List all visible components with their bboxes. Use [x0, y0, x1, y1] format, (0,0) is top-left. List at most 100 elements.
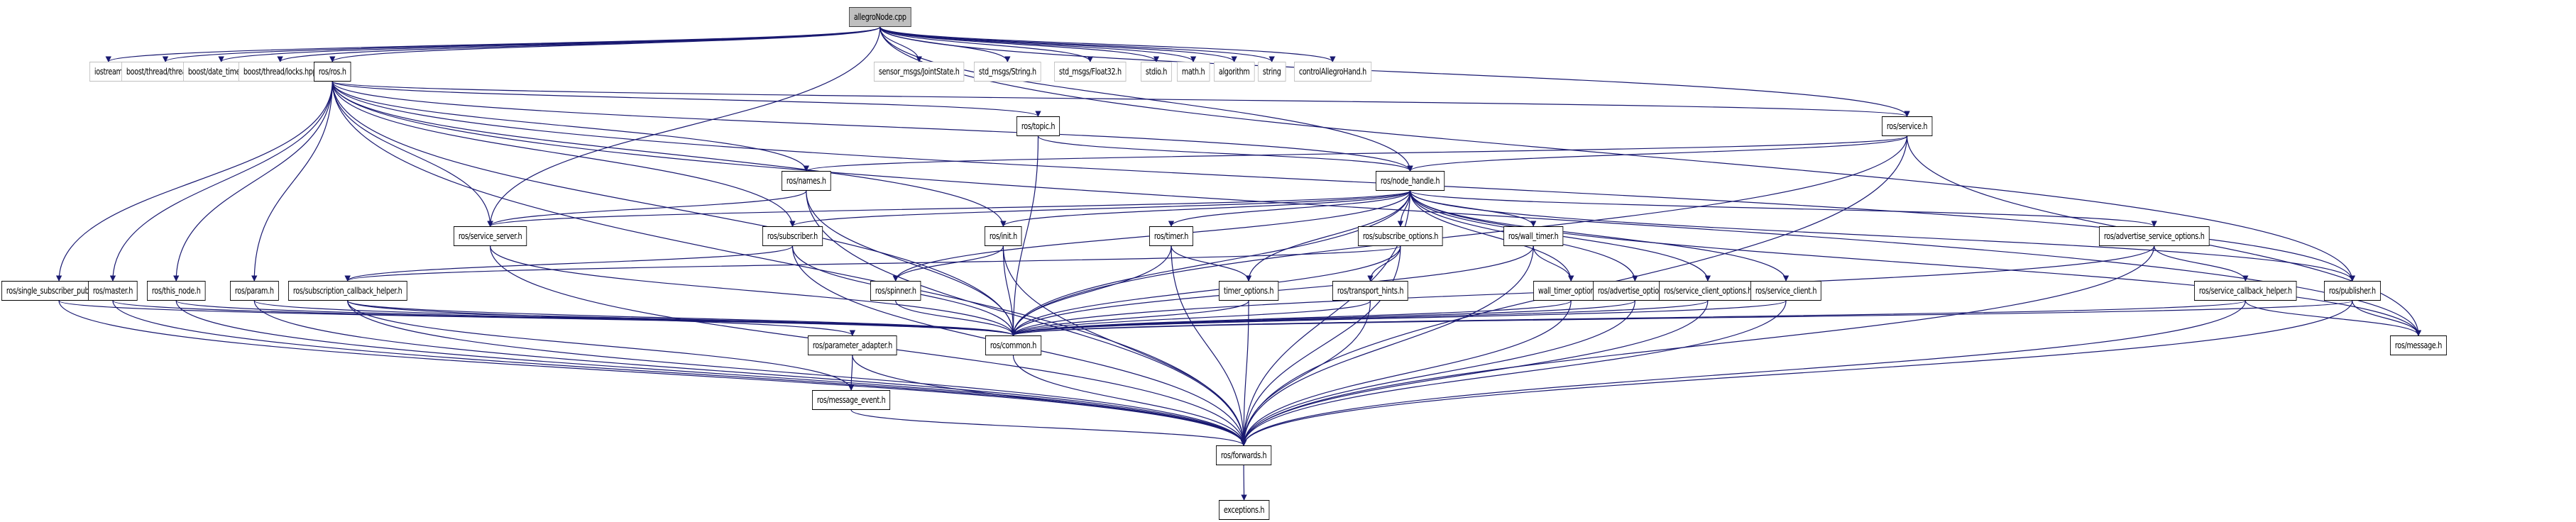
- edge-rosh-to-topic: [331, 81, 1041, 117]
- node-blocks[interactable]: boost/thread/locks.hpp: [239, 62, 322, 82]
- edge-rosh-to-master: [109, 81, 333, 282]
- edge-subcbhelper-to-common: [347, 300, 1016, 336]
- edge-walltimeropts-to-forwards: [1240, 300, 1572, 446]
- edge-subcbhelper-to-paramadapter: [347, 300, 855, 336]
- edge-service-to-nodehandle: [1407, 135, 1908, 172]
- edge-common-to-forwards: [1012, 355, 1247, 446]
- node-string[interactable]: string: [1258, 62, 1286, 82]
- edge-timer-to-common: [1010, 245, 1172, 336]
- edge-transport-to-common: [1010, 300, 1371, 336]
- edge-walltimer-to-walltimeropts: [1533, 245, 1574, 282]
- edge-init-to-spinner: [892, 245, 1004, 282]
- edge-nodehandle-to-publisher: [1409, 190, 2355, 282]
- edge-subopts-to-common: [1010, 245, 1401, 336]
- node-subscriber[interactable]: ros/subscriber.h: [762, 226, 823, 246]
- edge-nodehandle-to-walltimeropts: [1409, 190, 1574, 282]
- node-srvclient[interactable]: ros/service_client.h: [1750, 281, 1822, 301]
- node-timeropts[interactable]: timer_options.h: [1219, 281, 1279, 301]
- edge-advsrvopts-to-srvcbhelper: [2154, 245, 2249, 282]
- node-subopts[interactable]: ros/subscribe_options.h: [1358, 226, 1443, 246]
- edge-thisnode-to-forwards: [175, 300, 1247, 446]
- node-msgevent[interactable]: ros/message_event.h: [812, 390, 891, 410]
- edge-rosh-to-common: [331, 81, 1016, 336]
- edge-service-to-common: [1010, 135, 1908, 336]
- edge-publisher-to-forwards: [1241, 300, 2353, 446]
- edge-service-to-names: [804, 135, 1908, 172]
- edge-rosh-to-subscriber: [331, 81, 796, 227]
- edge-root-to-ctrl: [879, 26, 1336, 62]
- edge-nodehandle-to-advsrvopts: [1409, 190, 2157, 227]
- edge-topic-to-common: [1010, 135, 1039, 336]
- edge-transport-to-forwards: [1240, 300, 1371, 446]
- edge-init-to-forwards: [1002, 245, 1247, 446]
- edge-root-to-iostream: [105, 26, 881, 62]
- node-init[interactable]: ros/init.h: [985, 226, 1022, 246]
- node-srvcbhelper[interactable]: ros/service_callback_helper.h: [2194, 281, 2297, 301]
- node-strmsg[interactable]: std_msgs/String.h: [974, 62, 1041, 82]
- node-math[interactable]: math.h: [1177, 62, 1210, 82]
- edge-nodehandle-to-timeropts: [1245, 190, 1411, 282]
- node-master[interactable]: ros/master.h: [88, 281, 138, 301]
- edge-names-to-forwards: [806, 190, 1247, 446]
- edge-root-to-bdt: [218, 26, 881, 62]
- node-topic[interactable]: ros/topic.h: [1016, 116, 1060, 136]
- edge-paramadapter-to-msgevent: [848, 355, 855, 391]
- edge-srvcbhelper-to-forwards: [1241, 300, 2246, 446]
- node-common[interactable]: ros/common.h: [985, 335, 1041, 355]
- edge-root-to-bthread: [163, 26, 881, 62]
- node-joint[interactable]: sensor_msgs/JointState.h: [874, 62, 965, 82]
- node-f32[interactable]: std_msgs/Float32.h: [1054, 62, 1127, 82]
- node-advsrvopts[interactable]: ros/advertise_service_options.h: [2099, 226, 2210, 246]
- node-message[interactable]: ros/message.h: [2390, 335, 2447, 355]
- edge-rosh-to-publisher: [331, 81, 2355, 282]
- node-stdio[interactable]: stdio.h: [1141, 62, 1172, 82]
- node-service[interactable]: ros/service.h: [1882, 116, 1933, 136]
- edge-srvclientopts-to-forwards: [1240, 300, 1709, 446]
- node-publisher[interactable]: ros/publisher.h: [2324, 281, 2381, 301]
- edge-timeropts-to-common: [1010, 300, 1249, 336]
- node-spinner[interactable]: ros/spinner.h: [870, 281, 921, 301]
- edge-rosh-to-service: [331, 81, 1910, 117]
- node-names[interactable]: ros/names.h: [782, 171, 831, 191]
- edge-root-to-string: [879, 26, 1275, 62]
- node-exceptions[interactable]: exceptions.h: [1219, 500, 1270, 520]
- edge-advopts-to-common: [1010, 300, 1635, 336]
- edge-rosh-to-names: [331, 81, 809, 172]
- node-transport[interactable]: ros/transport_hints.h: [1332, 281, 1408, 301]
- node-paramadapter[interactable]: ros/parameter_adapter.h: [808, 335, 897, 355]
- edge-publisher-to-message: [2352, 300, 2422, 336]
- edge-root-to-rosh: [329, 26, 881, 62]
- edge-advsrvopts-to-forwards: [1240, 245, 2155, 446]
- node-root[interactable]: allegroNode.cpp: [849, 7, 911, 27]
- node-rosh[interactable]: ros/ros.h: [314, 62, 351, 82]
- node-forwards[interactable]: ros/forwards.h: [1216, 445, 1272, 465]
- node-algo[interactable]: algorithm: [1214, 62, 1255, 82]
- edge-root-to-publisher: [879, 26, 2355, 282]
- node-nodehandle[interactable]: ros/node_handle.h: [1376, 171, 1445, 191]
- edge-ssp-to-forwards: [58, 300, 1247, 446]
- edge-srvcbhelper-to-message: [2245, 300, 2422, 336]
- edge-subopts-to-subcbhelper: [344, 245, 1401, 282]
- edge-subopts-to-transport: [1367, 245, 1401, 282]
- edge-nodehandle-to-common: [1010, 190, 1411, 336]
- edge-topic-to-nodehandle: [1037, 135, 1413, 172]
- node-ctrl[interactable]: controlAllegroHand.h: [1294, 62, 1371, 82]
- node-param[interactable]: ros/param.h: [230, 281, 279, 301]
- node-srvserver[interactable]: ros/service_server.h: [454, 226, 527, 246]
- edge-srvclient-to-forwards: [1240, 300, 1787, 446]
- node-srvclientopts[interactable]: ros/service_client_options.h: [1659, 281, 1757, 301]
- node-thisnode[interactable]: ros/this_node.h: [147, 281, 206, 301]
- node-timer[interactable]: ros/timer.h: [1149, 226, 1193, 246]
- edge-timer-to-timeropts: [1171, 245, 1252, 282]
- node-iostream[interactable]: iostream: [89, 62, 128, 82]
- edge-timer-to-forwards: [1171, 245, 1247, 446]
- edge-param-to-forwards: [253, 300, 1247, 446]
- edge-rosh-to-nodehandle: [331, 81, 1413, 172]
- edge-root-to-service: [879, 26, 1910, 117]
- edge-nodehandle-to-srvserver: [487, 190, 1411, 227]
- edge-root-to-blocks: [277, 26, 881, 62]
- node-walltimer[interactable]: ros/wall_timer.h: [1503, 226, 1564, 246]
- node-subcbhelper[interactable]: ros/subscription_callback_helper.h: [288, 281, 407, 301]
